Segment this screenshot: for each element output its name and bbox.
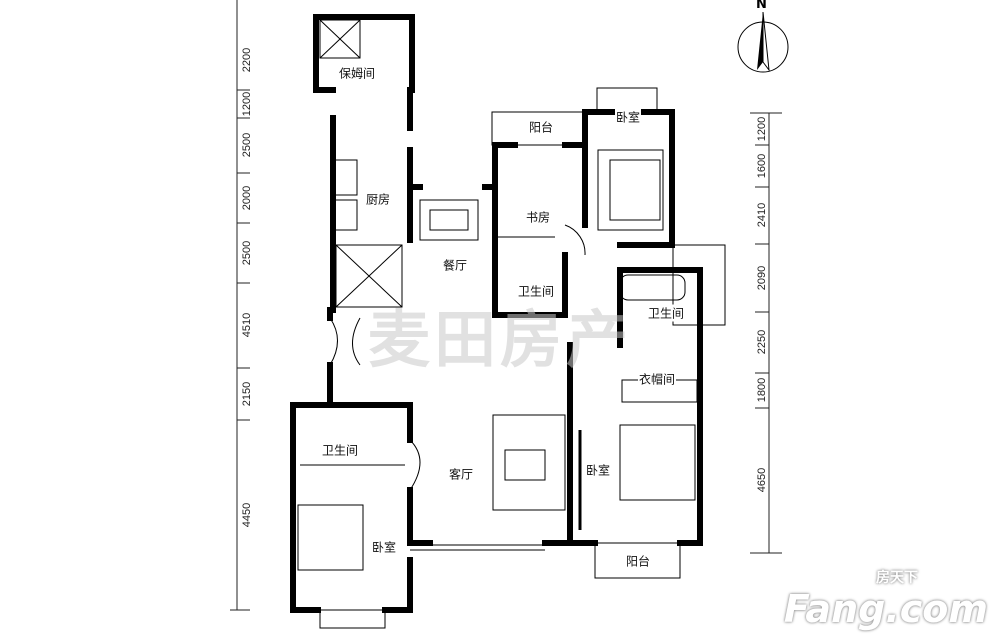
room-label-living: 客厅 bbox=[447, 465, 475, 483]
room-label-dining: 餐厅 bbox=[441, 256, 469, 274]
dim-left-3: 2500 bbox=[241, 132, 253, 158]
north-arrow-icon bbox=[737, 11, 789, 73]
brand-cn: 房天下 bbox=[876, 570, 918, 586]
room-label-balcony-top: 阳台 bbox=[527, 118, 555, 136]
dim-left-2: 1200 bbox=[241, 91, 253, 117]
right-dimension-line bbox=[750, 112, 782, 554]
room-label-nanny: 保姆间 bbox=[337, 64, 377, 82]
room-label-bedroom-ne: 卧室 bbox=[614, 108, 642, 126]
fixtures bbox=[297, 19, 726, 629]
room-label-study: 书房 bbox=[524, 208, 552, 226]
dim-left-1: 2200 bbox=[241, 47, 253, 73]
room-label-balcony-bottom: 阳台 bbox=[624, 552, 652, 570]
dim-right-6: 1800 bbox=[756, 377, 768, 403]
dim-right-2: 1600 bbox=[756, 153, 768, 179]
room-label-bedroom-sw: 卧室 bbox=[370, 538, 398, 556]
room-label-bedroom-se: 卧室 bbox=[584, 461, 612, 479]
dim-right-4: 2090 bbox=[756, 265, 768, 291]
dim-left-7: 2150 bbox=[241, 381, 253, 407]
dim-left-8: 4450 bbox=[241, 502, 253, 528]
dim-right-1: 1200 bbox=[756, 116, 768, 142]
brand-logo: 房天下 Fang.com bbox=[784, 570, 988, 631]
room-label-bath-west: 卫生间 bbox=[320, 441, 360, 459]
compass-label: N bbox=[756, 0, 767, 12]
dim-left-5: 2500 bbox=[241, 240, 253, 266]
room-label-closet: 衣帽间 bbox=[637, 370, 677, 388]
room-label-bath-east: 卫生间 bbox=[646, 304, 686, 322]
dim-right-3: 2410 bbox=[756, 202, 768, 228]
dim-right-5: 2250 bbox=[756, 329, 768, 355]
room-label-bath-center: 卫生间 bbox=[516, 282, 556, 300]
dim-right-7: 4650 bbox=[756, 467, 768, 493]
room-label-kitchen: 厨房 bbox=[364, 190, 392, 208]
dim-left-6: 4510 bbox=[241, 312, 253, 338]
brand-en: Fang.com bbox=[783, 587, 988, 631]
watermark: 麦田房产 bbox=[367, 303, 633, 376]
dim-left-4: 2000 bbox=[241, 185, 253, 211]
left-dimension-line bbox=[230, 0, 250, 611]
